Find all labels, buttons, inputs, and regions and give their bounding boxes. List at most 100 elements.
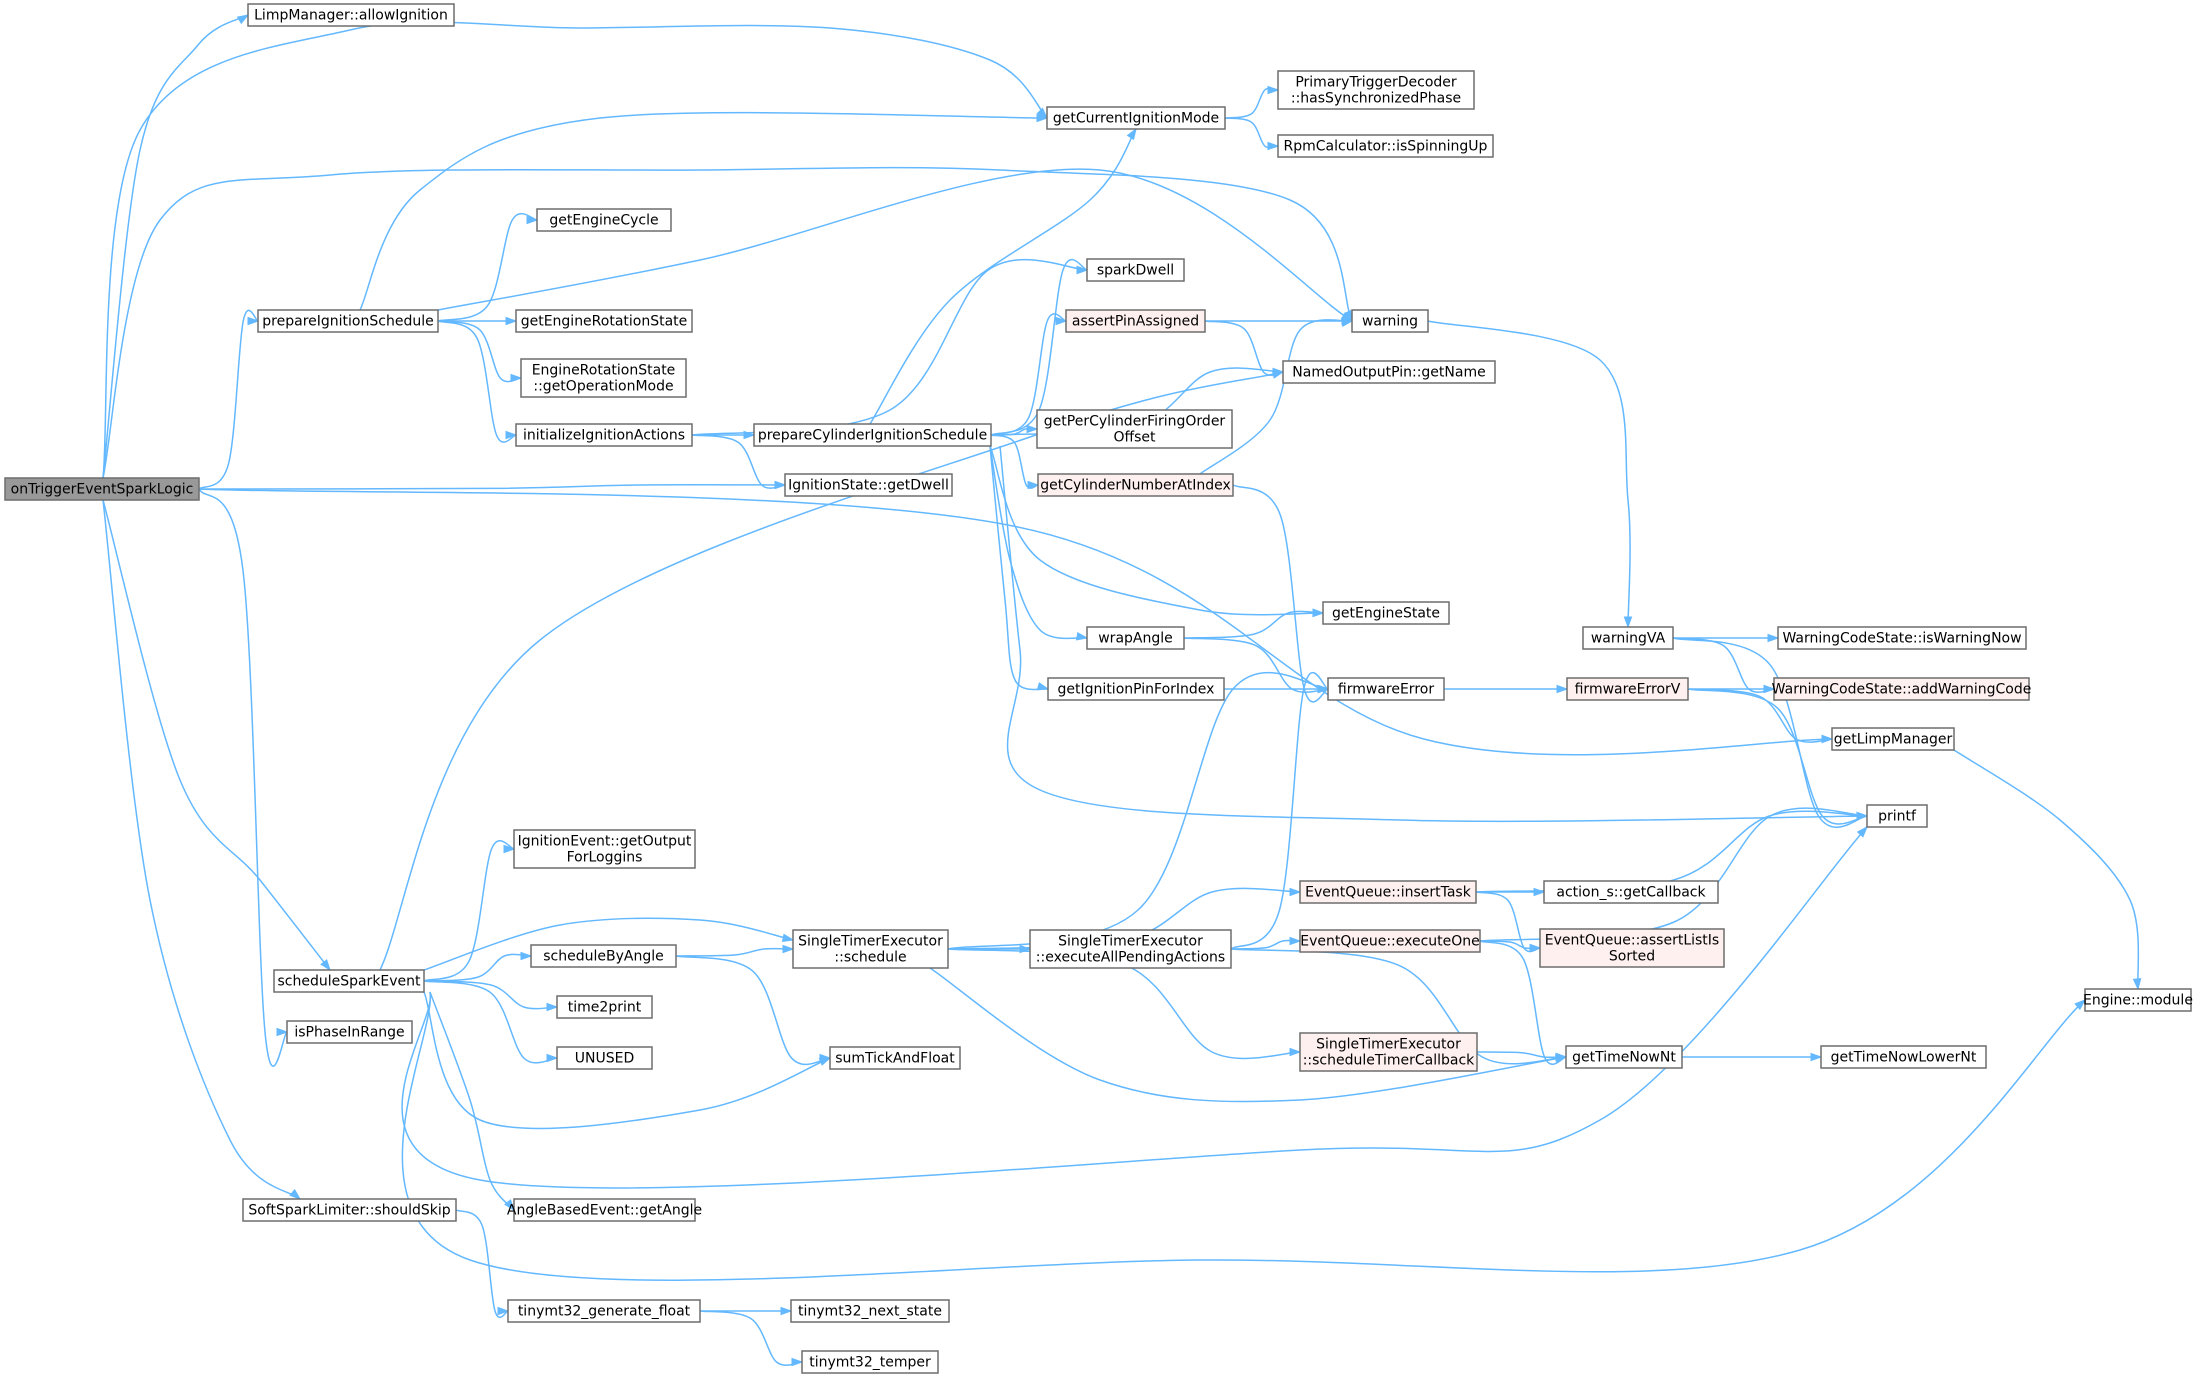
node-label: EventQueue::executeOne: [1300, 934, 1480, 950]
node-scheduleTimerCallback[interactable]: SingleTimerExecutor::scheduleTimerCallba…: [1299, 1032, 1478, 1072]
node-unused[interactable]: UNUSED: [556, 1046, 653, 1070]
edge-initializeIgnitionActions-to-getDwell: [691, 434, 787, 490]
edge-scheduleSparkEvent-to-engineModule: [401, 991, 2087, 1281]
node-label: getCurrentIgnitionMode: [1053, 111, 1219, 127]
node-box: [273, 969, 425, 993]
node-box: [2084, 988, 2192, 1012]
node-box: [790, 1299, 950, 1323]
node-time2print[interactable]: time2print: [556, 995, 653, 1019]
node-temper[interactable]: tinymt32_temper: [801, 1350, 939, 1374]
node-getOperationMode[interactable]: EngineRotationState::getOperationMode: [520, 358, 687, 398]
node-insertTask[interactable]: EventQueue::insertTask: [1299, 880, 1477, 904]
node-box: [784, 473, 953, 497]
edge-arrowhead: [320, 959, 331, 972]
edge-arrowhead: [236, 14, 250, 25]
node-getTimeNowLowerNt[interactable]: getTimeNowLowerNt: [1820, 1045, 1987, 1069]
node-getCylinderNumberAtIndex[interactable]: getCylinderNumberAtIndex: [1037, 473, 1234, 497]
edge-firmwareError-to-firmwareErrorV: [1444, 684, 1569, 694]
node-box: [1543, 880, 1719, 904]
node-getAngle[interactable]: AngleBasedEvent::getAngle: [507, 1198, 702, 1222]
node-engineModule[interactable]: Engine::module: [2083, 988, 2193, 1012]
node-shouldSkip[interactable]: SoftSparkLimiter::shouldSkip: [242, 1198, 457, 1222]
edge-prepareCylinderIgnitionSchedule-to-getIgnitionPinForIndex: [989, 445, 1050, 691]
node-box: [530, 944, 677, 968]
edge-line: [102, 499, 301, 1200]
edge-line: [1199, 319, 1353, 475]
node-isSpinningUp[interactable]: RpmCalculator::isSpinningUp: [1277, 134, 1494, 158]
edge-line: [423, 953, 532, 982]
node-wrapAngle[interactable]: wrapAngle: [1086, 626, 1185, 650]
node-firmwareErrorV[interactable]: firmwareErrorV: [1566, 677, 1689, 701]
node-executeAllPendingActions[interactable]: SingleTimerExecutor::executeAllPendingAc…: [1029, 929, 1232, 969]
node-warning[interactable]: warning: [1351, 309, 1429, 333]
edge-line: [1476, 1051, 1567, 1059]
node-sumTickAndFloat[interactable]: sumTickAndFloat: [829, 1046, 961, 1070]
edge-root-to-scheduleSparkEvent: [102, 499, 331, 972]
edge-getCylinderNumberAtIndex-to-firmwareError: [1232, 484, 1330, 703]
node-initializeIgnitionActions[interactable]: initializeIgnitionActions: [515, 423, 693, 447]
node-getEngineCycle[interactable]: getEngineCycle: [536, 208, 672, 232]
node-label: IgnitionState::getDwell: [788, 478, 949, 494]
node-getLimpManager[interactable]: getLimpManager: [1831, 727, 1955, 751]
node-label: SingleTimerExecutor: [798, 934, 943, 950]
edge-line: [989, 445, 1088, 640]
edge-arrowhead: [526, 215, 539, 225]
node-isPhaseInRange[interactable]: isPhaseInRange: [286, 1020, 413, 1044]
node-executeOne[interactable]: EventQueue::executeOne: [1299, 929, 1481, 953]
node-assertPinAssigned[interactable]: assertPinAssigned: [1065, 309, 1206, 333]
node-getEngineRotationState[interactable]: getEngineRotationState: [515, 309, 693, 333]
node-root[interactable]: onTriggerEventSparkLogic: [4, 477, 200, 501]
node-label: getEngineRotationState: [521, 314, 688, 330]
node-warningVA[interactable]: warningVA: [1582, 626, 1674, 650]
edge-arrowhead: [1036, 107, 1049, 120]
edge-generateFloat-to-nextState: [700, 1306, 793, 1316]
node-getName[interactable]: NamedOutputPin::getName: [1282, 360, 1496, 384]
edge-line: [990, 434, 1039, 489]
node-scheduleByAngle[interactable]: scheduleByAngle: [530, 944, 677, 968]
node-printf[interactable]: printf: [1866, 804, 1928, 828]
node-sparkDwell[interactable]: sparkDwell: [1086, 258, 1185, 282]
edge-getLimpManager-to-engineModule: [1953, 749, 2142, 991]
node-box: [4, 477, 200, 501]
node-box: [556, 995, 653, 1019]
edge-arrowhead: [819, 1053, 832, 1063]
node-box: [792, 929, 949, 969]
edge-line: [102, 166, 1353, 479]
node-generateFloat[interactable]: tinymt32_generate_float: [507, 1299, 701, 1323]
node-label: warning: [1362, 314, 1418, 330]
node-label: firmwareError: [1338, 682, 1434, 698]
node-box: [242, 1198, 457, 1222]
node-box: [556, 1046, 653, 1070]
node-addWarningCode[interactable]: WarningCodeState::addWarningCode: [1772, 677, 2032, 701]
node-getIgnitionPinForIndex[interactable]: getIgnitionPinForIndex: [1047, 677, 1225, 701]
node-prepareIgnitionSchedule[interactable]: prepareIgnitionSchedule: [257, 309, 439, 333]
node-getCallback[interactable]: action_s::getCallback: [1543, 880, 1719, 904]
edge-arrowhead: [1821, 734, 1834, 744]
node-scheduleSparkEvent[interactable]: scheduleSparkEvent: [273, 969, 425, 993]
node-allowIgnition[interactable]: LimpManager::allowIgnition: [247, 3, 455, 27]
edge-line: [102, 21, 1048, 479]
node-firmwareError[interactable]: firmwareError: [1327, 677, 1445, 701]
edge-arrowhead: [520, 951, 533, 961]
edge-line: [1183, 610, 1324, 639]
node-nextState[interactable]: tinymt32_next_state: [790, 1299, 950, 1323]
edge-prepareCylinderIgnitionSchedule-to-getCylinderNumberAtIndex: [990, 434, 1040, 490]
node-label: EventQueue::assertListIs: [1545, 933, 1719, 949]
node-getEngineState[interactable]: getEngineState: [1322, 601, 1450, 625]
node-label: ::hasSynchronizedPhase: [1291, 91, 1461, 107]
node-prepareCylinderIgnitionSchedule[interactable]: prepareCylinderIgnitionSchedule: [753, 423, 992, 447]
node-isWarningNow[interactable]: WarningCodeState::isWarningNow: [1777, 626, 2027, 650]
node-getDwell[interactable]: IgnitionState::getDwell: [784, 473, 953, 497]
node-label: getEngineState: [1332, 606, 1440, 622]
node-hasSynchronizedPhase[interactable]: PrimaryTriggerDecoder::hasSynchronizedPh…: [1277, 70, 1475, 110]
node-getCurrentIgnitionMode[interactable]: getCurrentIgnitionMode: [1046, 106, 1226, 130]
edge-line: [102, 14, 249, 479]
node-box: [515, 309, 693, 333]
node-getTimeNowNt[interactable]: getTimeNowNt: [1565, 1045, 1683, 1069]
node-singleTimerSchedule[interactable]: SingleTimerExecutor::schedule: [792, 929, 949, 969]
edge-prepareIgnitionSchedule-to-initializeIgnitionActions: [437, 320, 518, 443]
node-box: [520, 358, 687, 398]
